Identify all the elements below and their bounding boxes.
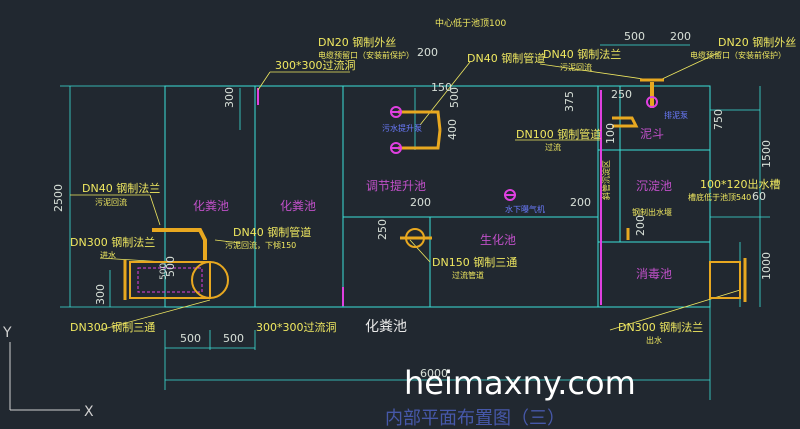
dim-150: 150	[431, 81, 452, 94]
note-dn40-pipe-sub: 污泥回流，下倾150	[225, 240, 296, 250]
equipment-symbols	[390, 96, 658, 201]
dim-500-a: 500	[180, 332, 201, 345]
dim-500-e: 500	[448, 87, 461, 108]
dim-500-c: 500	[164, 256, 177, 277]
axis-label-y: Y	[2, 325, 12, 341]
note-dn300-out: DN300 钢制法兰	[618, 320, 703, 334]
note-dn40-right: DN40 钢制法兰	[543, 47, 621, 61]
dim-300-a: 300	[223, 87, 236, 108]
note-dn40-right-sub: 污泥回流	[560, 62, 592, 72]
note-hole-bottom: 300*300过流洞	[256, 320, 337, 334]
dim-500-b: 500	[223, 332, 244, 345]
room-label-disinfection: 消毒池	[636, 267, 672, 281]
note-weir-sub: 槽底低于池顶540	[688, 192, 751, 202]
note-dn300-in-sub: 进水	[100, 250, 116, 260]
drawing-title: 内部平面布置图（三）	[385, 408, 565, 429]
dim-200-b: 200	[410, 196, 431, 209]
dim-750: 750	[712, 109, 725, 130]
note-weir: 100*120出水槽	[700, 177, 781, 191]
overflow-holes	[257, 88, 602, 306]
dim-200-a: 200	[417, 46, 438, 59]
note-dn300-tee: DN300 钢制三通	[70, 321, 155, 334]
note-dn40-pipe: DN40 钢制管道	[233, 225, 311, 239]
axis-label-x: X	[84, 404, 94, 420]
dimension-lines	[60, 44, 770, 400]
note-dn20-left-sub: 电缆预留口（安装前保护）	[318, 50, 414, 60]
dim-250-b: 250	[611, 88, 632, 101]
dim-300-b: 300	[94, 284, 107, 305]
dim-2500: 2500	[52, 184, 65, 212]
dim-250-a: 250	[376, 219, 389, 240]
room-label-septic-1: 化粪池	[193, 199, 229, 213]
dim-6000: 6000	[420, 367, 448, 380]
dim-1000: 1000	[760, 252, 773, 280]
dim-400: 400	[446, 119, 459, 140]
dim-60: 60	[752, 190, 766, 203]
room-label-biochem: 生化池	[480, 233, 516, 247]
watermark-text: heimaxny.com	[404, 364, 636, 402]
note-dn300-out-sub: 出水	[646, 335, 662, 345]
note-dn40-left-sub: 污泥回流	[95, 197, 127, 207]
note-dn40-mid: DN40 钢制管道	[467, 51, 545, 65]
dim-500-f: 500	[159, 263, 169, 280]
note-dn40-left: DN40 钢制法兰	[82, 181, 160, 195]
note-aerator: 水下曝气机	[505, 204, 545, 214]
dim-200-e: 200	[634, 215, 647, 236]
pipe-work	[123, 78, 747, 302]
ucs-axis-icon	[9, 342, 80, 411]
note-dn150-sub: 过流管道	[452, 270, 484, 280]
note-dn100-sub: 过流	[545, 142, 561, 152]
note-pump2: 排泥泵	[664, 110, 688, 120]
leader-lines	[70, 51, 741, 331]
note-dn150: DN150 钢制三通	[432, 256, 517, 269]
note-slant: 斜管沉淀区	[601, 160, 611, 200]
note-dn20-right-sub: 电缆预留口（安装前保护）	[690, 50, 786, 60]
note-dn20-left: DN20 钢制外丝	[318, 36, 396, 49]
note-pump1: 污水提升泵	[382, 123, 422, 133]
note-baffle: 钢制出水堰	[632, 207, 672, 217]
note-dn300-in: DN300 钢制法兰	[70, 235, 155, 249]
dim-200-c: 200	[570, 196, 591, 209]
room-label-septic-bottom: 化粪池	[365, 319, 407, 335]
note-dn100: DN100 钢制管道	[516, 127, 601, 141]
note-center-pipe: 中心低于池顶100	[435, 17, 506, 29]
dim-500-d: 500	[624, 30, 645, 43]
dim-200-d: 200	[670, 30, 691, 43]
room-label-regulating: 调节提升池	[366, 178, 426, 193]
dim-100: 100	[604, 123, 617, 144]
tank-walls	[164, 85, 711, 308]
note-dn20-right: DN20 钢制外丝	[718, 36, 796, 49]
room-label-sedimentation: 沉淀池	[636, 179, 672, 193]
dim-375: 375	[563, 91, 576, 112]
room-label-hopper: 泥斗	[640, 127, 664, 141]
note-hole-top: 300*300过流洞	[275, 58, 356, 72]
room-label-septic-2: 化粪池	[280, 199, 316, 213]
dim-1500: 1500	[760, 140, 773, 168]
